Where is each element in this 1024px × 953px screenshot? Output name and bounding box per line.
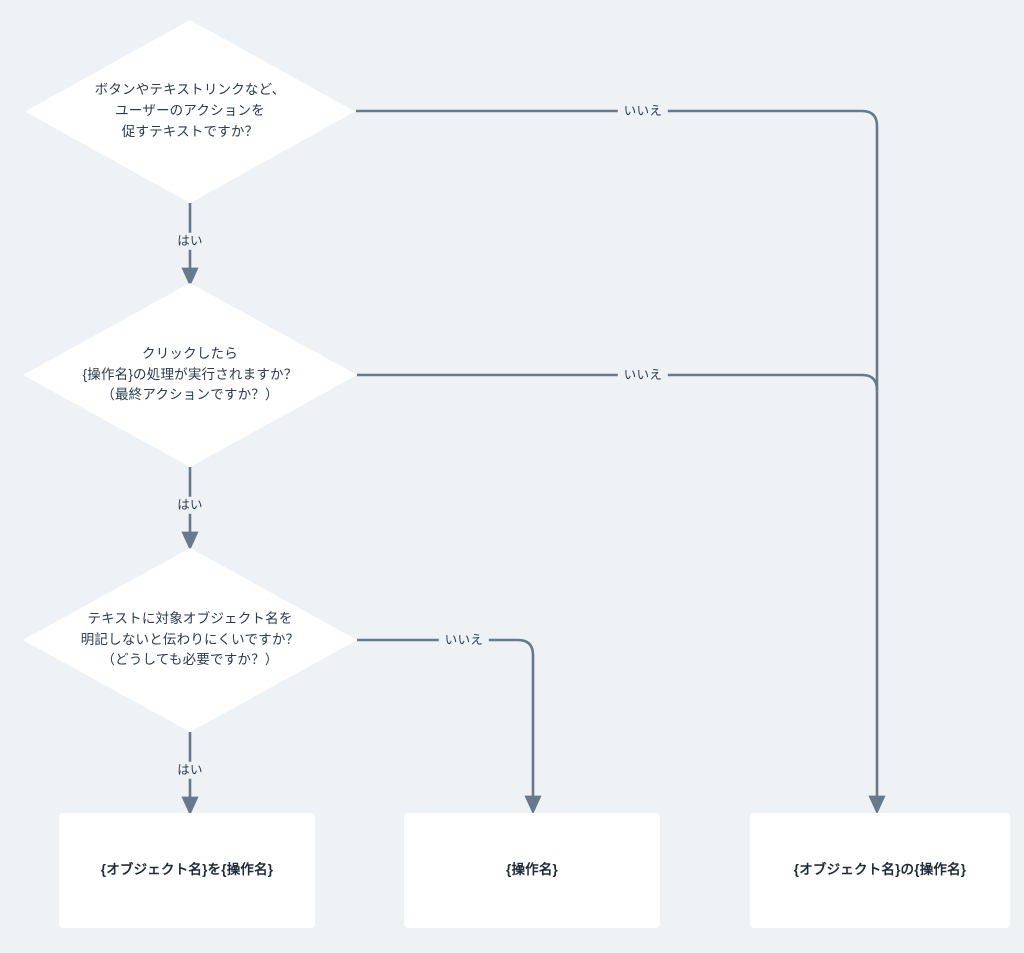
edge-label-q3-r2: いいえ [438,631,490,649]
decision-node-q3[interactable]: テキストに対象オブジェクト名を 明記しないと伝わりにくいですか？ （どうしても必… [23,548,357,732]
edge-label-q2-r3: いいえ [617,366,669,384]
edge-q1-r3 [356,109,886,815]
result-node-r1-label: {オブジェクト名}を{操作名} [100,862,274,878]
result-node-r2[interactable]: {操作名} [404,813,660,928]
edge-q2-r3 [357,373,879,391]
edge-label-q2-q3: はい [171,496,209,514]
decision-node-q2[interactable]: クリックしたら {操作名}の処理が実行されますか？ （最終アクションですか？） [23,283,357,467]
decision-node-q3-label: テキストに対象オブジェクト名を 明記しないと伝わりにくいですか？ （どうしても必… [80,610,300,668]
result-node-r3[interactable]: {オブジェクト名}の{操作名} [750,813,1010,928]
result-node-r3-label: {オブジェクト名}の{操作名} [793,862,967,878]
edge-label-q3-r1: はい [171,761,209,779]
decision-node-q1[interactable]: ボタンやテキストリンクなど、 ユーザーのアクションを 促すテキストですか？ [25,20,355,203]
edge-label-q1-q2: はい [171,232,209,250]
result-node-r1[interactable]: {オブジェクト名}を{操作名} [59,813,315,928]
decision-node-q2-label: クリックしたら {操作名}の処理が実行されますか？ （最終アクションですか？） [82,345,298,403]
result-node-r2-label: {操作名} [505,862,558,878]
edge-q3-r2 [357,638,542,815]
edge-label-q1-r3: いいえ [617,102,669,120]
decision-node-q1-label: ボタンやテキストリンクなど、 ユーザーのアクションを 促すテキストですか？ [94,82,286,139]
